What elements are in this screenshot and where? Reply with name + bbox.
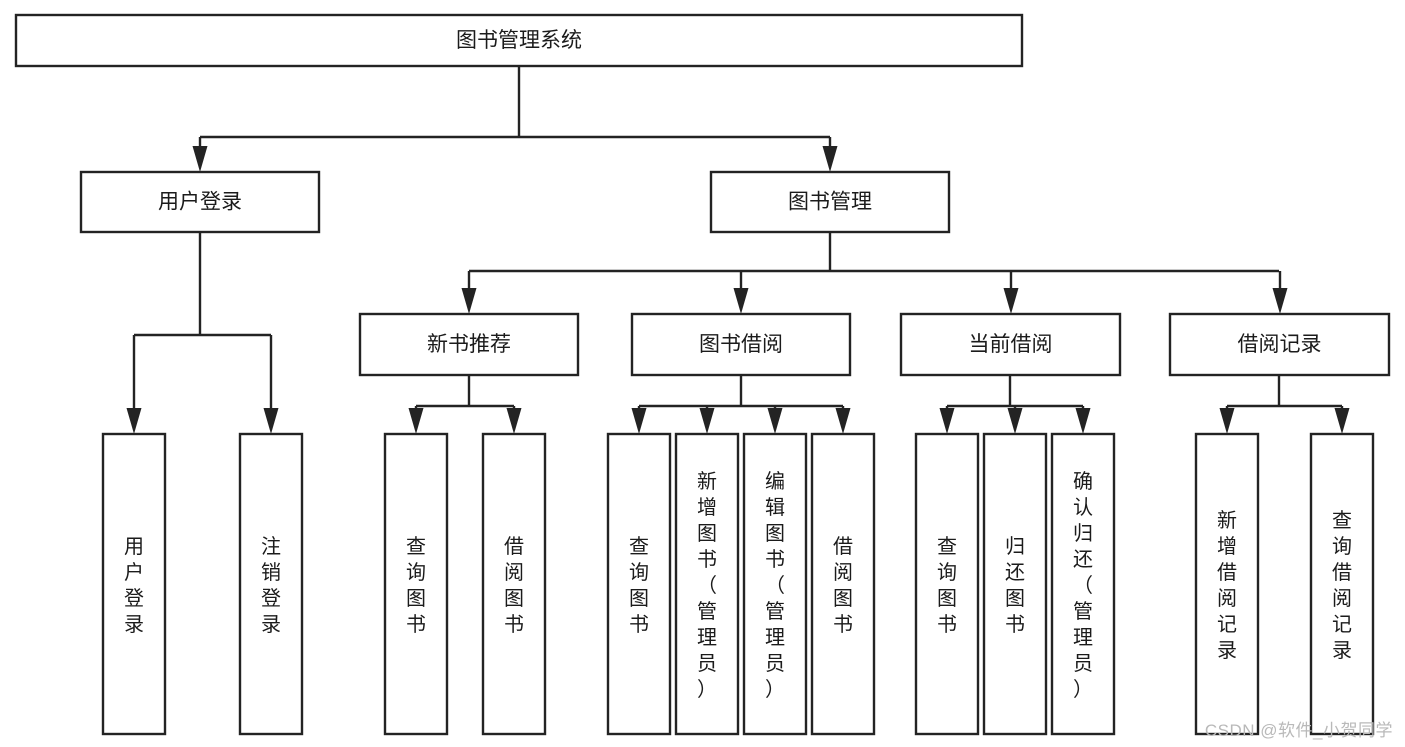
node-label: 查询图书 [406, 535, 426, 636]
node-box[interactable] [14, 13, 1024, 68]
node-label: 新书推荐 [427, 333, 511, 356]
node-box[interactable] [1309, 432, 1375, 736]
node-box[interactable] [899, 312, 1122, 377]
arrow-head-icon [263, 408, 279, 434]
node-leaf-add-book[interactable]: 新增图书（管理员） [674, 432, 740, 736]
node-box[interactable] [101, 432, 167, 736]
node-leaf-borrow-book[interactable]: 借阅图书 [810, 432, 876, 736]
arrow-head-icon [408, 408, 424, 434]
node-leaf-return-book[interactable]: 归还图书 [982, 432, 1048, 736]
arrow-head-icon [192, 146, 208, 172]
node-label: 借阅图书 [504, 535, 524, 636]
node-box[interactable] [1168, 312, 1391, 377]
connector-layer [126, 66, 1350, 434]
node-label: 归还图书 [1005, 535, 1025, 636]
node-box[interactable] [238, 432, 304, 736]
node-layer: 图书管理系统用户登录图书管理新书推荐图书借阅当前借阅借阅记录用户登录注销登录查询… [14, 13, 1391, 736]
arrow-head-icon [733, 288, 749, 314]
arrow-head-icon [822, 146, 838, 172]
arrow-head-icon [939, 408, 955, 434]
node-leaf-query-borrow-record[interactable]: 查询借阅记录 [1309, 432, 1375, 736]
node-box[interactable] [1194, 432, 1260, 736]
node-label: 新增图书（管理员） [697, 470, 717, 701]
node-label: 注销登录 [261, 535, 281, 636]
node-leaf-user-login[interactable]: 用户登录 [101, 432, 167, 736]
node-box[interactable] [742, 432, 808, 736]
arrow-head-icon [1272, 288, 1288, 314]
node-leaf-query-book-borrow[interactable]: 查询图书 [606, 432, 672, 736]
arrow-head-icon [1334, 408, 1350, 434]
arrow-head-icon [506, 408, 522, 434]
node-box[interactable] [79, 170, 321, 234]
node-box[interactable] [358, 312, 580, 377]
node-label: 确认归还（管理员） [1073, 470, 1093, 701]
node-box[interactable] [630, 312, 852, 377]
node-box[interactable] [810, 432, 876, 736]
node-label: 查询图书 [937, 535, 957, 636]
node-box[interactable] [982, 432, 1048, 736]
node-label: 用户登录 [158, 191, 242, 214]
node-box[interactable] [709, 170, 951, 234]
arrow-head-icon [767, 408, 783, 434]
arrow-head-icon [1007, 408, 1023, 434]
arrow-head-icon [1219, 408, 1235, 434]
node-box[interactable] [914, 432, 980, 736]
arrow-head-icon [1075, 408, 1091, 434]
node-book-manage[interactable]: 图书管理 [709, 170, 951, 234]
node-box[interactable] [606, 432, 672, 736]
node-label: 查询借阅记录 [1332, 509, 1352, 662]
node-label: 图书借阅 [699, 333, 783, 356]
node-label: 查询图书 [629, 535, 649, 636]
node-label: 当前借阅 [969, 333, 1053, 356]
node-current-borrow[interactable]: 当前借阅 [899, 312, 1122, 377]
arrow-head-icon [631, 408, 647, 434]
node-label: 借阅图书 [833, 535, 853, 636]
node-borrow-record[interactable]: 借阅记录 [1168, 312, 1391, 377]
node-box[interactable] [383, 432, 449, 736]
node-leaf-query-book-recommend[interactable]: 查询图书 [383, 432, 449, 736]
arrow-head-icon [1003, 288, 1019, 314]
node-label: 用户登录 [124, 536, 144, 636]
node-box[interactable] [1050, 432, 1116, 736]
node-label: 新增借阅记录 [1217, 509, 1237, 662]
arrow-head-icon [835, 408, 851, 434]
node-leaf-user-logout[interactable]: 注销登录 [238, 432, 304, 736]
node-label: 借阅记录 [1238, 333, 1322, 356]
node-book-borrow[interactable]: 图书借阅 [630, 312, 852, 377]
node-new-book-recommend[interactable]: 新书推荐 [358, 312, 580, 377]
node-label: 编辑图书（管理员） [765, 470, 785, 701]
node-box[interactable] [481, 432, 547, 736]
node-leaf-borrow-book-recommend[interactable]: 借阅图书 [481, 432, 547, 736]
watermark-text: CSDN @软件_小贺同学 [1204, 721, 1393, 740]
node-label: 图书管理 [788, 191, 872, 214]
node-leaf-confirm-return[interactable]: 确认归还（管理员） [1050, 432, 1116, 736]
arrow-head-icon [699, 408, 715, 434]
node-box[interactable] [674, 432, 740, 736]
node-root[interactable]: 图书管理系统 [14, 13, 1024, 68]
node-leaf-edit-book[interactable]: 编辑图书（管理员） [742, 432, 808, 736]
node-leaf-add-borrow-record[interactable]: 新增借阅记录 [1194, 432, 1260, 736]
arrow-head-icon [461, 288, 477, 314]
node-label: 图书管理系统 [456, 29, 582, 52]
node-user-login[interactable]: 用户登录 [79, 170, 321, 234]
arrow-head-icon [126, 408, 142, 434]
node-leaf-query-book-current[interactable]: 查询图书 [914, 432, 980, 736]
